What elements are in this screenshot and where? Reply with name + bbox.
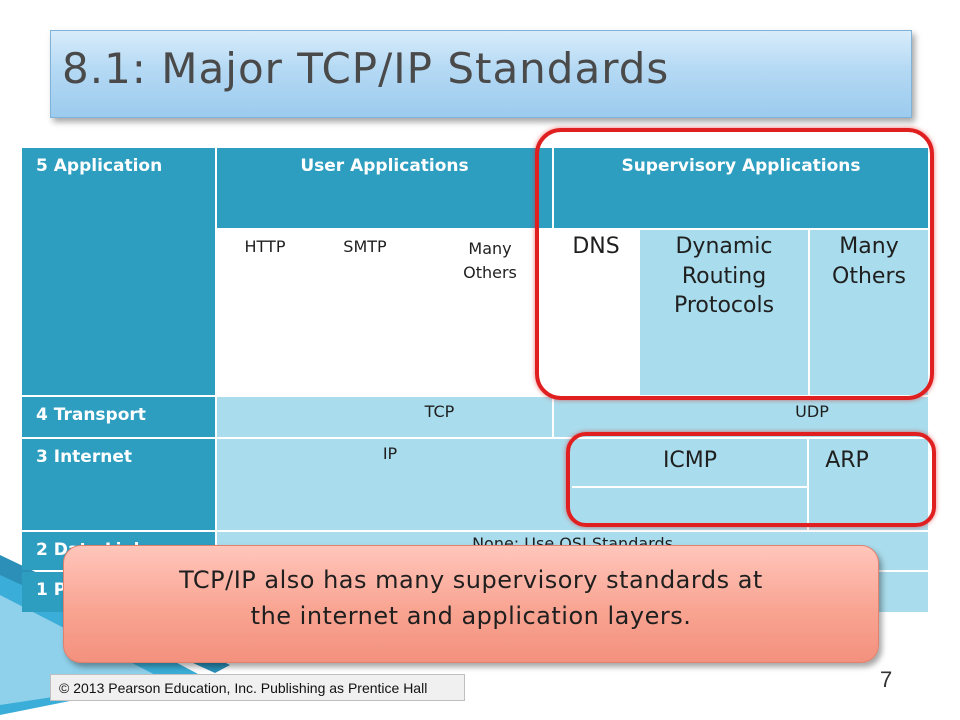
dns-cell — [554, 230, 638, 395]
dynamic-routing-cell — [640, 230, 808, 395]
arp-divider — [807, 439, 809, 530]
protocol-udp: UDP — [795, 402, 829, 421]
protocol-many-others-supervisory: Many Others — [832, 234, 906, 289]
supervisory-highlight-ring — [535, 128, 934, 400]
copyright-notice: © 2013 Pearson Education, Inc. Publishin… — [50, 674, 465, 701]
callout-text: TCP/IP also has many supervisory standar… — [63, 562, 879, 634]
layer-application: 5 Application — [22, 148, 215, 395]
protocol-icmp: ICMP — [662, 448, 718, 473]
protocol-smtp: SMTP — [343, 237, 387, 256]
protocol-tcp: TCP — [424, 402, 455, 421]
many-others-supervisory-cell — [810, 230, 928, 395]
icmp-arp-highlight-ring — [566, 432, 936, 527]
layer-application-label: 5 Application — [36, 156, 163, 176]
protocol-ip: IP — [382, 444, 398, 463]
protocol-many-others-user: Many Others — [463, 239, 517, 282]
icmp-divider — [572, 486, 808, 488]
page-number: 7 — [880, 667, 893, 692]
layer-transport: 4 Transport — [22, 397, 215, 437]
callout-line-1: TCP/IP also has many supervisory standar… — [179, 566, 763, 594]
tcp-cell — [217, 397, 552, 437]
protocol-http: HTTP — [244, 237, 286, 256]
header-supervisory-applications: Supervisory Applications — [554, 148, 928, 228]
udp-cell — [554, 397, 928, 437]
protocol-dynamic-routing: Dynamic Routing Protocols — [673, 234, 775, 319]
callout-box — [63, 545, 879, 663]
slide-title: 8.1: Major TCP/IP Standards — [62, 44, 670, 93]
protocol-arp: ARP — [825, 448, 869, 473]
user-apps-cell — [217, 230, 552, 395]
header-user-applications: User Applications — [217, 148, 552, 228]
title-banner — [50, 30, 912, 118]
protocol-dns: DNS — [572, 234, 620, 259]
layer-transport-label: 4 Transport — [36, 405, 146, 425]
layer-internet-label: 3 Internet — [36, 447, 132, 467]
callout-line-2: the internet and application layers. — [250, 602, 692, 630]
layer-internet: 3 Internet — [22, 439, 215, 530]
